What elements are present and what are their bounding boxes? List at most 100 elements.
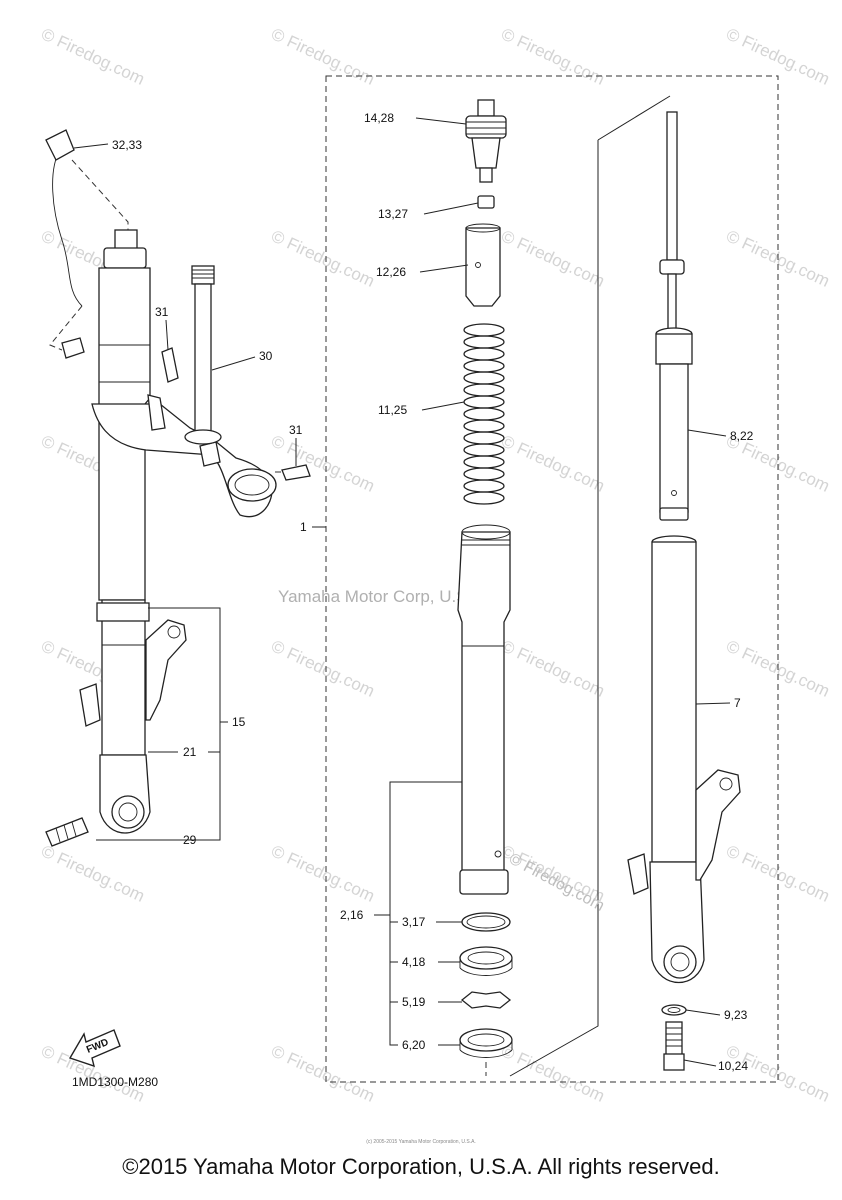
label-9-23: 9,23 (724, 1008, 748, 1022)
dust-seal-inner (467, 1033, 505, 1047)
watermark: © Firedog.com (723, 1041, 832, 1105)
label-13-27: 13,27 (378, 207, 408, 221)
damper-bolt (665, 1021, 683, 1057)
oil-seal-side (459, 958, 513, 968)
axle-hole-component (663, 945, 697, 979)
leader-7 (695, 702, 731, 705)
explode-axis (509, 140, 599, 1077)
pinch-bolt-boss (147, 394, 166, 431)
clamp-ring-inner (234, 474, 270, 496)
cap-bolt-body (465, 115, 507, 139)
cap-bolt-tip (479, 167, 493, 183)
damper-bolt-threads (666, 1027, 682, 1047)
dust-seal-bottom (459, 1049, 513, 1058)
caliper-mount-component (695, 769, 741, 881)
outer-tube-seal-end (459, 869, 509, 895)
watermark: © Firedog.com (498, 431, 607, 495)
oil-seal-bottom (459, 967, 513, 976)
bolt-31 (281, 464, 311, 481)
label-29: 29 (183, 833, 197, 847)
axle-hole (111, 795, 145, 829)
fender-bracket (79, 683, 101, 727)
inner-components (457, 99, 513, 1076)
explode-axis-top (597, 95, 671, 141)
cartridge-head (655, 333, 693, 365)
label-1: 1 (300, 520, 307, 534)
cartridge-bottom (659, 507, 689, 521)
steering-stem-thread (191, 265, 215, 285)
watermark: © Firedog.com (268, 841, 377, 905)
leader-bracket-2-16 (389, 781, 462, 1046)
stem-threads (192, 269, 214, 279)
copyright-footer: ©2015 Yamaha Motor Corporation, U.S.A. A… (122, 1154, 720, 1179)
cap-threads (466, 121, 506, 135)
damper-rod (666, 111, 678, 261)
sensor-wire (52, 149, 83, 307)
stopper-ring-inner (466, 915, 506, 929)
lower-bracket (91, 403, 273, 518)
label-7: 7 (734, 696, 741, 710)
label-14-28: 14,28 (364, 111, 394, 125)
watermark: © Firedog.com (498, 24, 607, 88)
bolt-threads (55, 821, 77, 843)
label-11-25: 11,25 (378, 403, 407, 417)
dust-seal (96, 602, 150, 622)
caliper-mount (145, 619, 187, 721)
pinch-bolt-boss (199, 441, 221, 467)
oil-seal-inner (467, 951, 505, 965)
label-3-17: 3,17 (402, 915, 426, 929)
axle-hole-inner (118, 802, 138, 822)
leader-10-24 (683, 1059, 717, 1067)
label-31b: 31 (289, 423, 303, 437)
leader-31a (165, 319, 169, 351)
damper-cartridge (659, 363, 689, 513)
leader-30 (211, 356, 256, 371)
circlip (460, 991, 512, 1009)
cartridge-hole (671, 490, 677, 496)
inner-tube (101, 599, 146, 756)
fork-cap-nut (103, 247, 147, 269)
damper-components (627, 111, 741, 1071)
inner-tube-component (651, 541, 697, 863)
label-30: 30 (259, 349, 273, 363)
watermark: © Firedog.com (268, 24, 377, 88)
fwd-arrow-icon: FWD (68, 1029, 121, 1068)
label-15: 15 (232, 715, 246, 729)
center-watermark: Yamaha Motor Corp, U.S.A. (278, 587, 488, 606)
wire-route (49, 305, 83, 351)
label-2-16: 2,16 (340, 908, 364, 922)
watermark: © Firedog.com (38, 841, 147, 905)
diagram-code: 1MD1300-M280 (72, 1075, 158, 1089)
spacer (465, 227, 501, 307)
label-8-22: 8,22 (730, 429, 754, 443)
watermark: © Firedog.com (268, 226, 377, 290)
sensor-plug (61, 337, 85, 359)
wire-route (71, 159, 129, 236)
steering-stem (194, 283, 212, 435)
outer-tube-bands (99, 344, 150, 383)
outer-tube-hole (494, 850, 502, 858)
leader-32-33 (73, 143, 109, 149)
outer-tube-threads (462, 539, 510, 546)
watermark: © Firedog.com (268, 1041, 377, 1105)
axle-pinch-bolt (45, 817, 89, 847)
copper-washer-inner (667, 1007, 681, 1013)
leader-13-27 (423, 202, 479, 215)
fork-spring (463, 323, 505, 505)
sensor-connector (45, 129, 75, 161)
cap-bolt-stem (471, 137, 501, 169)
watermark-layer: © Firedog.com © Firedog.com © Firedog.co… (38, 24, 832, 1105)
fork-cap (114, 229, 138, 251)
spacer-top (465, 223, 501, 233)
outer-tube-mouth (461, 524, 511, 540)
leader-14-28 (415, 117, 467, 125)
copper-washer (661, 1004, 687, 1016)
spacer-hole (475, 262, 481, 268)
watermark: © Firedog.com (38, 24, 147, 88)
leader-11-25 (421, 401, 465, 411)
outer-tube-component (457, 531, 511, 879)
watermark: © Firedog.com (498, 226, 607, 290)
label-32-33: 32,33 (112, 138, 142, 152)
cap-bolt-head (477, 99, 495, 117)
